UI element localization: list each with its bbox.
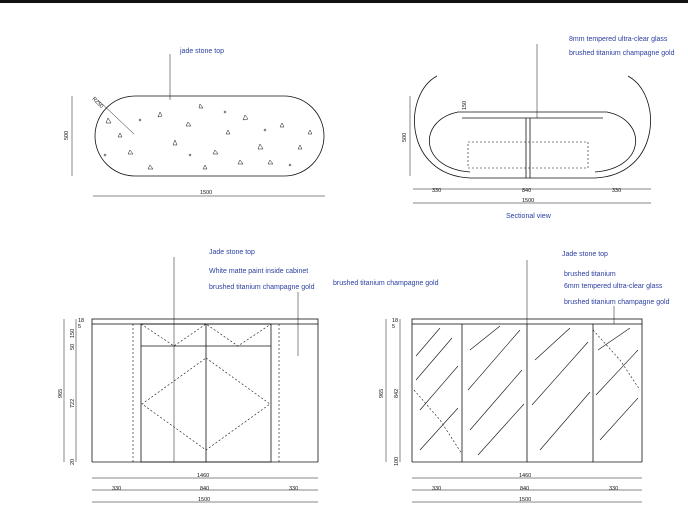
side-hidden-left [413, 389, 463, 455]
dim-side-left: 330 [432, 486, 441, 492]
top-border-line [0, 0, 688, 3]
front-stone-top [91, 318, 319, 325]
section-left-arc-outer [414, 75, 471, 179]
note-plan-jade-top: jade stone top [180, 48, 224, 55]
dim-section-mid: 840 [522, 188, 531, 194]
dim-front-mid: 722 [70, 399, 76, 408]
dim-front-right: 330 [289, 486, 298, 492]
plan-outline [94, 95, 325, 177]
dim-side-right: 330 [609, 486, 618, 492]
note-side-metal: brushed titanium champagne gold [564, 299, 670, 306]
front-elevation: 18 5 150 50 965 722 20 1460 330 840 330 … [58, 257, 319, 503]
dim-front-d: 50 [70, 344, 76, 350]
dim-plan-depth: 500 [64, 131, 70, 140]
note-side-jade-top: Jade stone top [562, 251, 608, 258]
sectional-view: 500 150 330 840 330 1500 [402, 44, 651, 204]
dim-section-right: 330 [612, 188, 621, 194]
note-section-metal: brushed titanium champagne gold [569, 50, 675, 57]
dim-side-inner: 1460 [519, 473, 531, 479]
note-middle-metal: brushed titanium champagne gold [333, 280, 439, 287]
section-right-arc-inner [594, 111, 636, 173]
glass-hatching [415, 325, 639, 456]
radius-leader [97, 99, 135, 135]
dim-side-mid: 842 [394, 389, 400, 398]
dim-side-base: 100 [394, 457, 400, 466]
dim-front-mid-seg: 840 [200, 486, 209, 492]
dim-front-height: 965 [58, 389, 64, 398]
dim-section-rail: 150 [462, 101, 468, 110]
dim-section-depth: 500 [402, 133, 408, 142]
dim-side-height: 965 [379, 389, 385, 398]
dim-section-total: 1500 [522, 198, 534, 204]
dim-section-left: 330 [432, 188, 441, 194]
dim-side-a: 18 [392, 318, 398, 324]
note-side-titanium: brushed titanium [564, 271, 616, 278]
dim-side-b: 5 [392, 324, 395, 330]
dim-front-c: 150 [70, 329, 76, 338]
dim-front-total: 1500 [198, 497, 210, 503]
dim-plan-radius: R250 [91, 96, 105, 110]
side-hidden-right [592, 329, 641, 391]
dim-front-a: 18 [78, 318, 84, 324]
glass-elevation: 18 5 965 842 100 1460 330 840 330 1500 [379, 260, 643, 503]
section-right-arc-outer [594, 75, 651, 179]
dim-plan-length: 1500 [200, 190, 212, 196]
note-side-glass: 6mm tempered ultra-clear glass [564, 283, 663, 290]
dim-side-mid-seg: 840 [520, 486, 529, 492]
note-front-paint: White matte paint inside cabinet [209, 268, 309, 275]
front-door-diamond [141, 357, 271, 451]
note-section-glass: 8mm tempered ultra-clear glass [569, 36, 668, 43]
section-left-arc-inner [429, 111, 471, 173]
plan-view: R250 500 1500 [64, 54, 325, 197]
stone-speckle [103, 103, 313, 170]
section-inner-dashed [467, 141, 589, 169]
note-front-jade-top: Jade stone top [209, 249, 255, 256]
dim-side-total: 1500 [519, 497, 531, 503]
dim-front-base: 20 [70, 459, 76, 465]
dim-front-inner: 1460 [197, 473, 209, 479]
note-front-metal: brushed titanium champagne gold [209, 284, 315, 291]
sectional-view-caption: Sectional view [506, 213, 551, 220]
dim-front-b: 5 [78, 324, 81, 330]
dim-front-left: 330 [112, 486, 121, 492]
